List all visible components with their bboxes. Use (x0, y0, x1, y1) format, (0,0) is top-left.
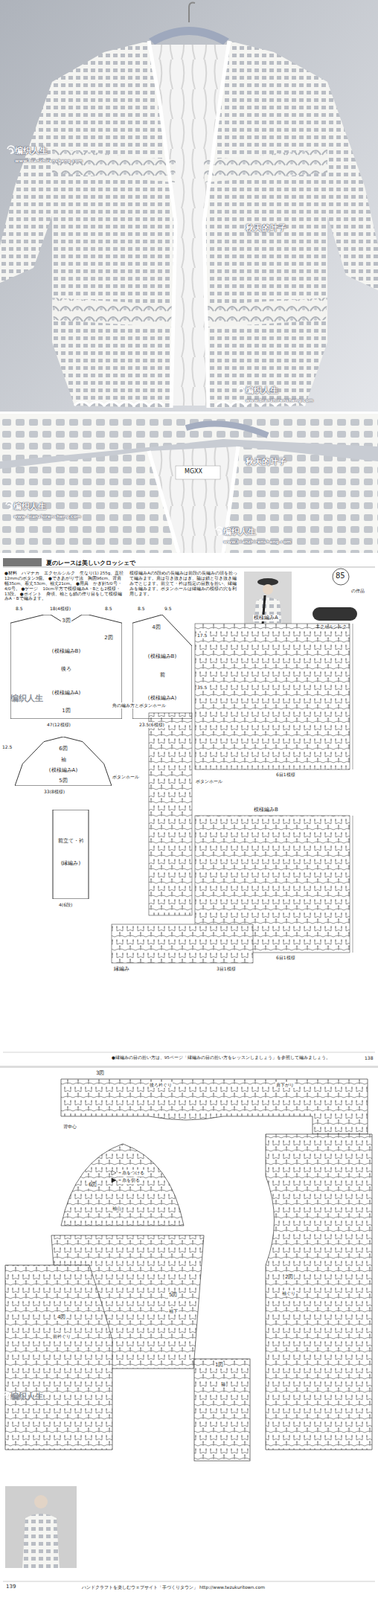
piece-label: 袖 (60, 756, 67, 763)
note-label: ボタンホール (194, 778, 224, 785)
logo-swirl (2, 1391, 11, 1399)
watermark: 编织人生 (14, 145, 48, 157)
note-label: 肩下がり (275, 1081, 295, 1088)
note-label: ●縁編みの目の拾い方は、95ページ「縁編みの目の拾い方をレッスンしましょう」を参… (111, 1055, 350, 1061)
note-label: 後ろ衿ぐり (148, 1081, 173, 1088)
legend-text: ＝糸を切る (117, 1177, 140, 1184)
legend-symbol (111, 1177, 117, 1183)
note-label: MGXX (184, 468, 203, 476)
logo-swirl (215, 526, 224, 535)
note-label: 6目1模様 (275, 771, 297, 778)
logo-swirl (2, 693, 11, 701)
watermark: www.bianzhirensheng.com (14, 157, 83, 164)
note-label: 33(8模様) (43, 788, 66, 795)
note-label: 縁編み (113, 965, 131, 973)
note-label: 模様編みB (252, 806, 280, 814)
watermark: 秋天的叶子 (245, 223, 287, 234)
piece-label: (模様編みB) (51, 648, 82, 655)
note-label: 4(6段) (58, 901, 73, 908)
piece-label: 4図 (151, 624, 161, 631)
note-label: の作品 (351, 587, 365, 594)
logo-swirl (5, 501, 14, 509)
note-label: ボタンホール (111, 773, 140, 780)
note-label: 前衿ぐり (52, 1333, 72, 1340)
piece-label: (模様編みA) (51, 689, 82, 696)
watermark: 秋天的叶子 (245, 456, 287, 468)
note-label: 138 (364, 1055, 373, 1062)
note-label: 85 (335, 571, 346, 582)
note-label: エクセルシルク (315, 623, 347, 630)
note-label: 17.5 (196, 632, 208, 639)
note-label: 35.5 (196, 684, 208, 691)
note-label: 139 (5, 1583, 16, 1591)
note-label: 12.5 (1, 744, 13, 751)
watermark: 编织人生 (10, 693, 44, 704)
note-label: 47(12模様) (46, 721, 72, 728)
watermark: 编织人生 (223, 526, 256, 538)
piece-label: 3図 (61, 617, 71, 624)
watermark: www.bianzhirensheng.com (245, 397, 314, 404)
piece-label: 前立て・衿 (57, 837, 85, 844)
note-label: 袖下 (168, 1308, 179, 1315)
note-label: 模様編みAの5段めの長編みは前段の長編みの頭を拾って編みます。肩は引き抜きはぎ、… (129, 570, 240, 597)
piece-label: 前 (159, 671, 166, 678)
note-label: 8.5 (104, 605, 114, 612)
note-label: 袖山 (111, 1205, 123, 1212)
piece-label: (模様編みA) (147, 694, 178, 701)
note-label: 模様編みA (252, 614, 280, 622)
note-label: 23.5(6模様) (138, 721, 166, 728)
note-label: 4図 (56, 1314, 67, 1321)
note-label: 1図 (214, 1361, 224, 1369)
legend-text: ＝糸をつける (117, 1169, 145, 1177)
piece-label: (模様編みB) (147, 653, 178, 660)
legend-symbol (111, 1170, 117, 1175)
note-label: 8.5 (14, 605, 24, 612)
note-label: 6目1模様 (275, 954, 297, 961)
piece-label: 後ろ (60, 665, 73, 672)
note-label: 3目1模様 (215, 965, 237, 972)
watermark: 编织人生 (13, 501, 47, 512)
watermark: 编织人生 (10, 1391, 44, 1402)
note-label: 8.5 (136, 605, 146, 612)
piece-label: 6図 (58, 745, 68, 752)
watermark: www.bianzhirensheng.com (223, 538, 291, 545)
note-label: ハンドクラフトを楽しむウェブサイト「手づくりタウン」 http://www.te… (81, 1584, 265, 1591)
note-label: ●材料 ハマナカ エクセルシルク 生なり(1) 255g、直径12mmのボタン3… (4, 570, 126, 602)
watermark: www.bianzhirensheng.com (13, 513, 82, 520)
piece-label: 1図 (61, 707, 71, 714)
page-title: 夏のレースは美しいクロッシェで (46, 558, 136, 567)
note-label: 角の編み方とボタンホール (111, 702, 167, 709)
note-label: 2図 (284, 1273, 294, 1281)
watermark: 编织人生 (245, 385, 279, 396)
note-label: 18(4模様) (49, 605, 72, 612)
piece-outline (40, 809, 101, 899)
note-label: 袖ぐり (281, 1290, 297, 1297)
note-label: 脇 (220, 1381, 227, 1387)
piece-label: 5図 (58, 777, 68, 784)
note-label: 5図 (168, 1291, 178, 1299)
piece-label: (模様編みA) (48, 767, 79, 774)
note-label: 3図 (95, 1070, 105, 1077)
note-label: 9.5 (163, 605, 173, 612)
piece-label: (縁編み) (60, 860, 82, 867)
logo-swirl (7, 145, 15, 154)
note-label: 6図 (87, 1181, 98, 1189)
piece-label: 2図 (103, 634, 114, 641)
note-label: 背中心 (62, 1123, 78, 1130)
pattern-piece: 前立て・衿 (縁編み) (40, 809, 101, 899)
logo-swirl (238, 385, 246, 393)
pattern-piece: 6図袖 (模様編みA) 5図 (14, 736, 112, 786)
